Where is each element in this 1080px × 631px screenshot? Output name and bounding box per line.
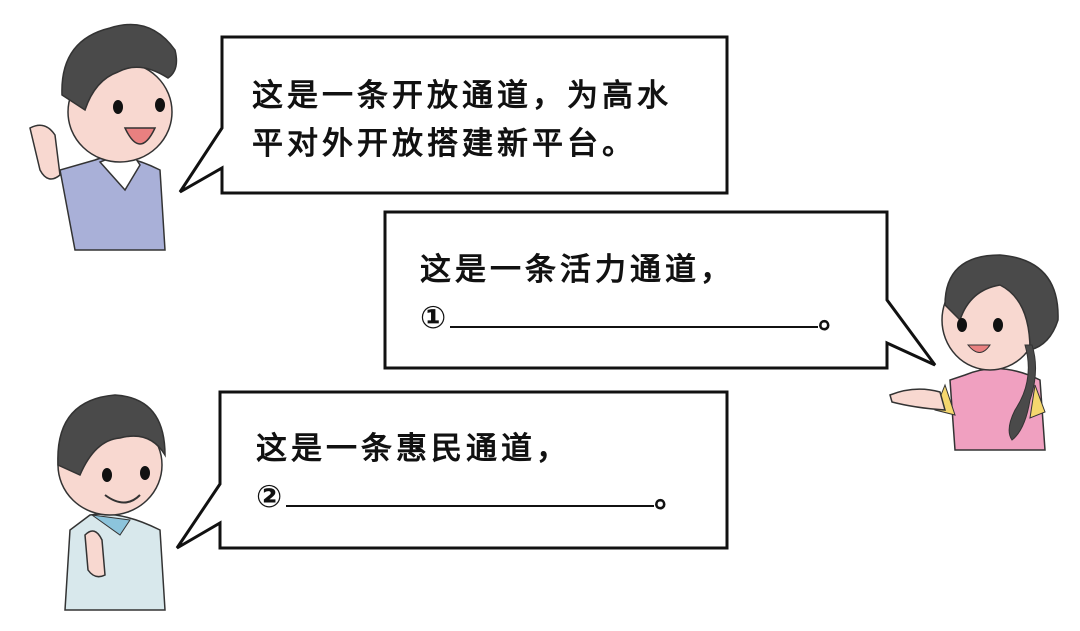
girl-character xyxy=(889,254,1059,451)
end-punct-1: 。 xyxy=(818,300,854,336)
bubble-1-line-1: 这是一条开放通道，为高水 xyxy=(252,78,672,114)
end-punct-2: 。 xyxy=(654,479,690,515)
speech-bubble-1 xyxy=(178,35,729,195)
fill-in-blank-1[interactable] xyxy=(450,296,819,328)
speech-bubble-3 xyxy=(175,390,729,550)
bubble-3-line-2: ②。 xyxy=(256,473,689,521)
bubble-1-line-2: 平对外开放搭建新平台。 xyxy=(252,126,637,162)
blank-number-2: ② xyxy=(256,479,287,515)
blank-number-1: ① xyxy=(420,300,451,336)
fill-in-blank-2[interactable] xyxy=(286,475,655,507)
bubble-2-line-2: ①。 xyxy=(420,294,853,342)
bubble-3-text: 这是一条惠民通道， ②。 xyxy=(256,425,689,521)
boy-character-2 xyxy=(57,394,166,611)
bubble-2-line-1: 这是一条活力通道， xyxy=(420,252,735,288)
bubble-3-line-1: 这是一条惠民通道， xyxy=(256,431,571,467)
bubble-1-text: 这是一条开放通道，为高水 平对外开放搭建新平台。 xyxy=(252,72,672,168)
boy-character-1 xyxy=(29,23,178,251)
bubble-2-text: 这是一条活力通道， ①。 xyxy=(420,246,853,342)
speech-bubble-2 xyxy=(383,210,937,370)
